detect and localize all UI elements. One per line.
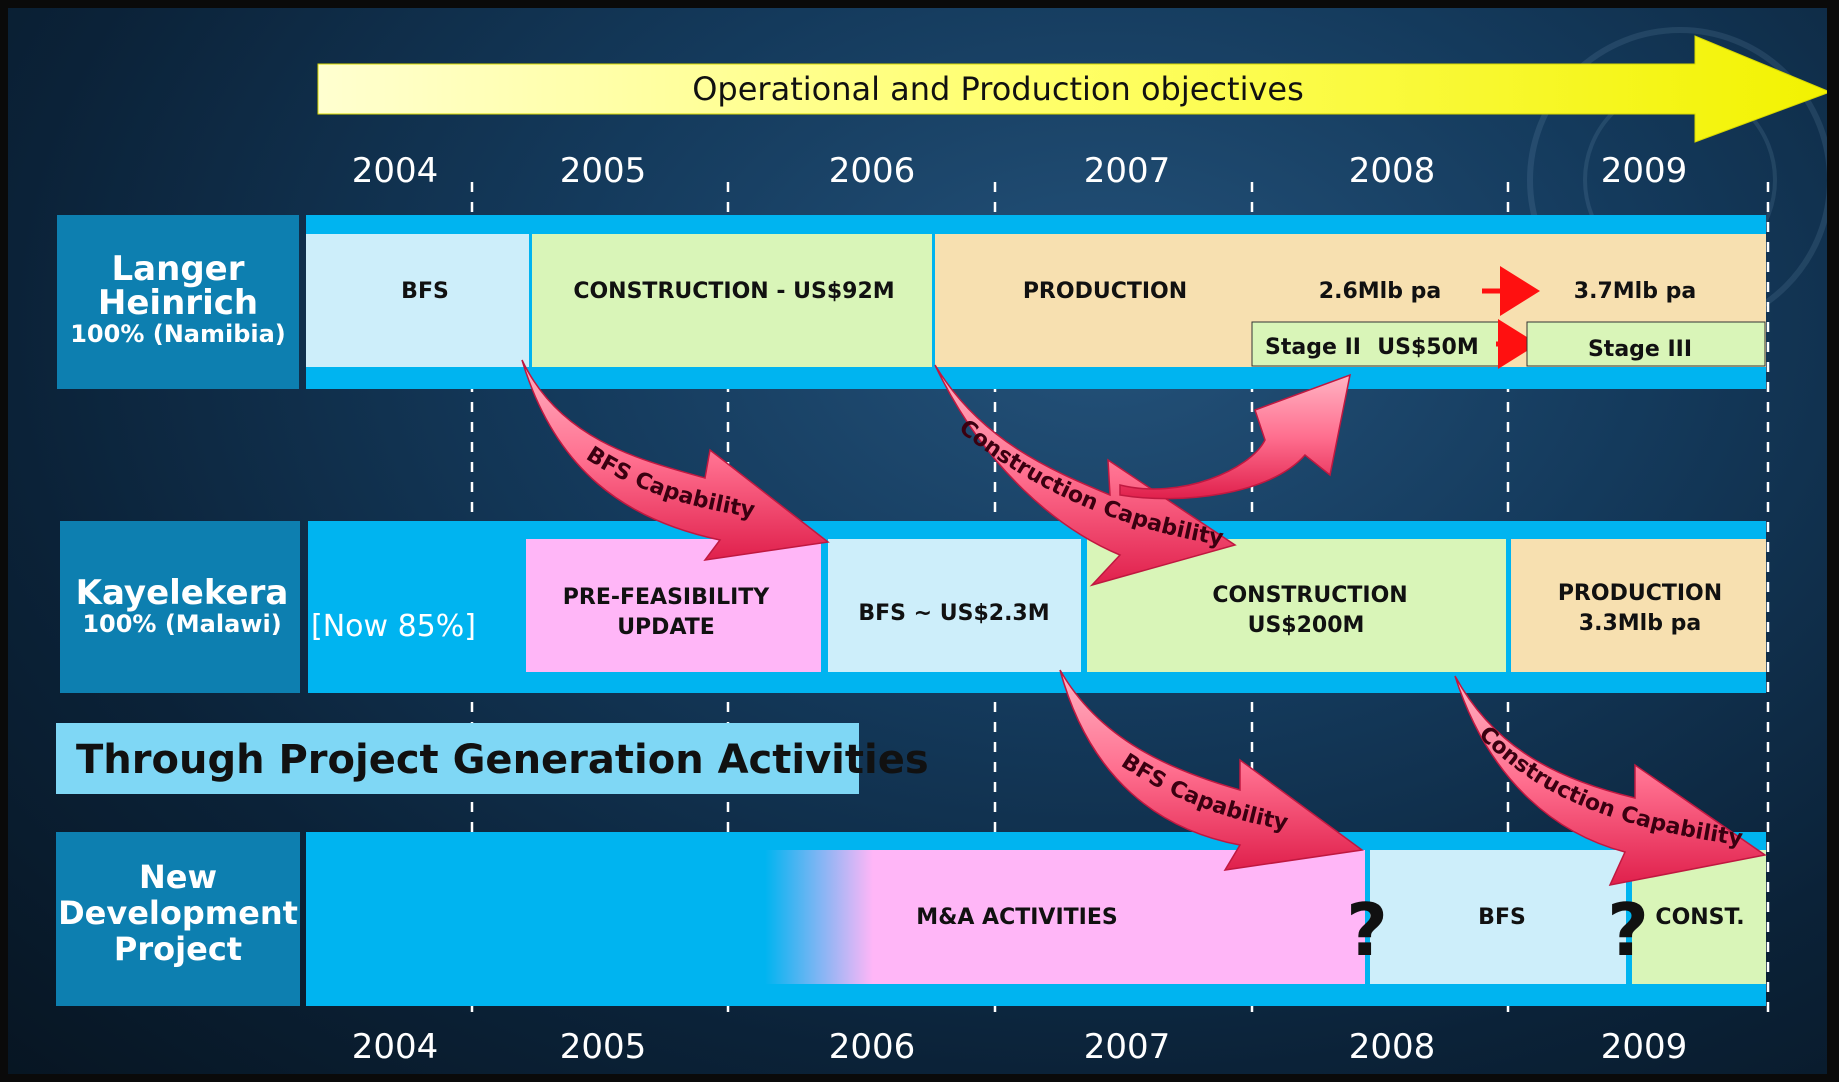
row-label-name: Project <box>114 930 242 968</box>
year-label: 2006 <box>829 151 916 191</box>
segment-prefeasibility-label: UPDATE <box>617 615 715 640</box>
row-langer-heinrich: Langer Heinrich 100% (Namibia) BFS CONST… <box>57 215 1766 389</box>
year-axis-top: 2004 2005 2006 2007 2008 2009 <box>352 151 1688 191</box>
stage2-label: Stage II <box>1265 335 1361 360</box>
segment-ma <box>765 850 1365 984</box>
year-label: 2008 <box>1349 1027 1436 1067</box>
segment-production-label: PRODUCTION <box>1023 279 1187 304</box>
segment-construction-label: CONSTRUCTION <box>1212 583 1407 608</box>
year-label: 2004 <box>352 1027 439 1067</box>
year-label: 2005 <box>560 1027 647 1067</box>
segment-bfs <box>306 234 529 367</box>
segment-bfs-label: BFS <box>401 279 449 304</box>
production-rate-future: 3.7Mlb pa <box>1574 279 1696 304</box>
year-label: 2007 <box>1084 151 1171 191</box>
segment-construction-label: CONSTRUCTION - US$92M <box>573 279 894 304</box>
title-arrow: Operational and Production objectives <box>317 35 1832 143</box>
row-label-name: New <box>139 858 217 896</box>
ownership-note: [Now 85%] <box>311 609 476 644</box>
year-label: 2009 <box>1601 151 1688 191</box>
stage2-cost: US$50M <box>1377 335 1479 360</box>
segment-construction-label: US$200M <box>1248 613 1365 638</box>
row-label-name: Langer <box>112 249 245 289</box>
segment-const-label: CONST. <box>1655 905 1744 930</box>
segment-production-label: 3.3Mlb pa <box>1579 611 1701 636</box>
stage3-box <box>1526 321 1766 367</box>
year-label: 2005 <box>560 151 647 191</box>
row-label-ownership: 100% (Malawi) <box>82 610 281 638</box>
row-label-ownership: 100% (Namibia) <box>70 320 286 348</box>
year-axis-bottom: 2004 2005 2006 2007 2008 2009 <box>352 1027 1688 1067</box>
year-label: 2007 <box>1084 1027 1171 1067</box>
year-label: 2008 <box>1349 151 1436 191</box>
segment-bfs <box>1370 850 1626 984</box>
row-new-development: New Development Project M&A ACTIVITIES B… <box>56 832 1766 1006</box>
segment-ma-label: M&A ACTIVITIES <box>916 905 1117 930</box>
year-label: 2006 <box>829 1027 916 1067</box>
row-label-box <box>56 832 300 1006</box>
segment-bfs <box>828 539 1081 672</box>
title-text: Operational and Production objectives <box>692 70 1304 108</box>
segment-production <box>1511 539 1766 672</box>
year-label: 2004 <box>352 151 439 191</box>
question-mark: ? <box>1346 888 1388 972</box>
question-mark: ? <box>1607 888 1649 972</box>
row-label-name: Kayelekera <box>76 573 289 613</box>
production-rate-current: 2.6Mlb pa <box>1319 279 1441 304</box>
row-label-name: Heinrich <box>98 283 258 323</box>
section-label-box: Through Project Generation Activities <box>56 723 929 794</box>
segment-bfs-label: BFS ~ US$2.3M <box>858 601 1049 626</box>
segment-construction <box>532 234 932 367</box>
row-label-box <box>57 215 299 389</box>
row-label-name: Development <box>58 894 298 932</box>
segment-prefeasibility-label: PRE-FEASIBILITY <box>563 585 771 610</box>
stage3-label: Stage III <box>1588 337 1692 362</box>
segment-prefeasibility <box>526 539 821 672</box>
section-label-text: Through Project Generation Activities <box>76 737 929 783</box>
stage2-box <box>1251 321 1500 367</box>
row-kayelekera: Kayelekera 100% (Malawi) [Now 85%] PRE-F… <box>60 521 1766 693</box>
segment-production-label: PRODUCTION <box>1558 581 1722 606</box>
row-label-box <box>60 521 300 693</box>
segment-bfs-label: BFS <box>1478 905 1526 930</box>
year-label: 2009 <box>1601 1027 1688 1067</box>
